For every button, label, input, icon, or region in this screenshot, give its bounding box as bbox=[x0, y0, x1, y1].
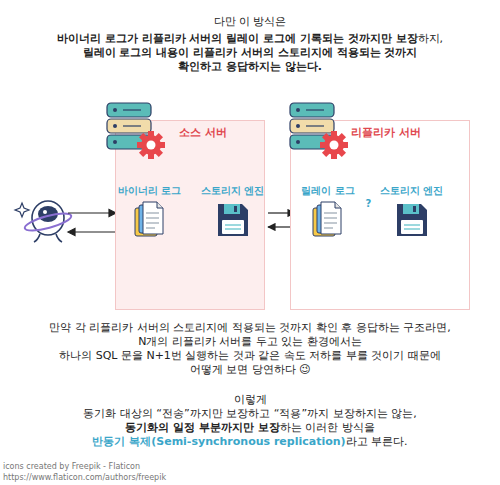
server-label: 리플리카 서버 bbox=[351, 125, 421, 140]
paragraph-text: 이렇게 bbox=[234, 393, 267, 406]
credit-line: icons created by Freepik - Flaticon bbox=[3, 461, 500, 472]
text-line: 만약 각 리플리카 서버의 스토리지에 적용되는 것까지 확인 후 응답하는 구… bbox=[0, 321, 500, 335]
icon-holder bbox=[378, 200, 445, 240]
paragraph-text: 하지, bbox=[418, 32, 444, 45]
request-arrows bbox=[68, 210, 116, 236]
server-panel: 리플리카 서버릴레이 로그 스토리지 엔진 bbox=[290, 120, 470, 310]
component-box: 스토리지 엔진 bbox=[378, 185, 445, 240]
credit-text: https://www.flaticon.com/authors/freepik bbox=[3, 473, 166, 482]
paragraph-text: 릴레이 로그의 내용이 리플리카 서버의 스토리지에 적용되는 것까지 bbox=[83, 46, 418, 59]
component-box: 스토리지 엔진 bbox=[199, 185, 266, 240]
text-line: 릴레이 로그의 내용이 리플리카 서버의 스토리지에 적용되는 것까지 bbox=[0, 46, 500, 60]
icon-holder bbox=[116, 200, 183, 240]
server-label: 소스 서버 bbox=[179, 125, 227, 140]
paragraph-text: 라고 부른다. bbox=[346, 435, 408, 448]
text-line: 어떻게 보면 당연하다 😉 bbox=[0, 363, 500, 377]
paragraph-text: 하나의 SQL 문을 N+1번 실행하는 것과 같은 속도 저하를 부를 것이기… bbox=[59, 349, 441, 362]
paragraph-text: 어떻게 보면 당연하다 😉 bbox=[190, 363, 311, 376]
paragraph-text: N개의 리플리카 서버를 두고 있는 환경에서는 bbox=[138, 335, 362, 348]
icon-holder bbox=[297, 200, 359, 240]
text-line: 동기화의 일정 부분까지만 보장하는 이러한 방식을 bbox=[0, 421, 500, 435]
text-line: 바이너리 로그가 리플리카 서버의 릴레이 로그에 기록되는 것까지만 보장하지… bbox=[0, 32, 500, 46]
text-line: N개의 리플리카 서버를 두고 있는 환경에서는 bbox=[0, 335, 500, 349]
edge-label: ? bbox=[364, 198, 374, 209]
storage-disk-icon bbox=[216, 200, 250, 240]
log-file-icon bbox=[133, 200, 167, 240]
text-line: 반동기 복제(Semi-synchronous replication)라고 부… bbox=[0, 435, 500, 449]
text-line: 동기화 대상의 “전송”까지만 보장하고 “적용”까지 보장하지는 않는, bbox=[0, 407, 500, 421]
storage-disk-icon bbox=[395, 200, 429, 240]
paragraph-text: 반동기 복제(Semi-synchronous replication) bbox=[92, 435, 345, 448]
server-icon bbox=[286, 99, 350, 161]
text-line: 다만 이 방식은 bbox=[0, 15, 500, 29]
icon-holder bbox=[199, 200, 266, 240]
component-label: 릴레이 로그 bbox=[297, 185, 359, 197]
paragraph-text: 다만 이 방식은 bbox=[214, 15, 287, 28]
component-label: 스토리지 엔진 bbox=[199, 185, 266, 197]
component-label: 바이너리 로그 bbox=[116, 185, 183, 197]
text-line: 확인하고 응답하지는 않는다. bbox=[0, 60, 500, 74]
text-line: 하나의 SQL 문을 N+1번 실행하는 것과 같은 속도 저하를 부를 것이기… bbox=[0, 349, 500, 363]
paragraph-text: 바이너리 로그가 리플리카 서버의 릴레이 로그에 기록되는 것까지만 보장 bbox=[57, 32, 418, 45]
server-icon-holder bbox=[286, 99, 350, 161]
credit-line: https://www.flaticon.com/authors/freepik bbox=[3, 472, 500, 483]
paragraph-text: 확인하고 응답하지는 않는다. bbox=[178, 60, 322, 73]
server-icon bbox=[103, 99, 167, 161]
paragraph-text: 동기화의 일정 부분까지만 보장 bbox=[125, 421, 280, 434]
credit-text: icons created by Freepik - Flaticon bbox=[3, 462, 140, 471]
paragraph-text: 만약 각 리플리카 서버의 스토리지에 적용되는 것까지 확인 후 응답하는 구… bbox=[49, 321, 450, 334]
component-label: 스토리지 엔진 bbox=[378, 185, 445, 197]
text-line: 이렇게 bbox=[0, 393, 500, 407]
component-box: 릴레이 로그 bbox=[297, 185, 359, 240]
paragraph-text: 하는 이러한 방식을 bbox=[280, 421, 375, 434]
server-panel: 소스 서버바이너리 로그 스토리지 엔진 bbox=[115, 120, 265, 310]
astronaut-figure bbox=[15, 201, 73, 242]
component-box: 바이너리 로그 bbox=[116, 185, 183, 240]
paragraph-text: 동기화 대상의 “전송”까지만 보장하고 “적용”까지 보장하지는 않는, bbox=[83, 407, 416, 420]
server-icon-holder bbox=[103, 99, 167, 161]
log-file-icon bbox=[311, 200, 345, 240]
